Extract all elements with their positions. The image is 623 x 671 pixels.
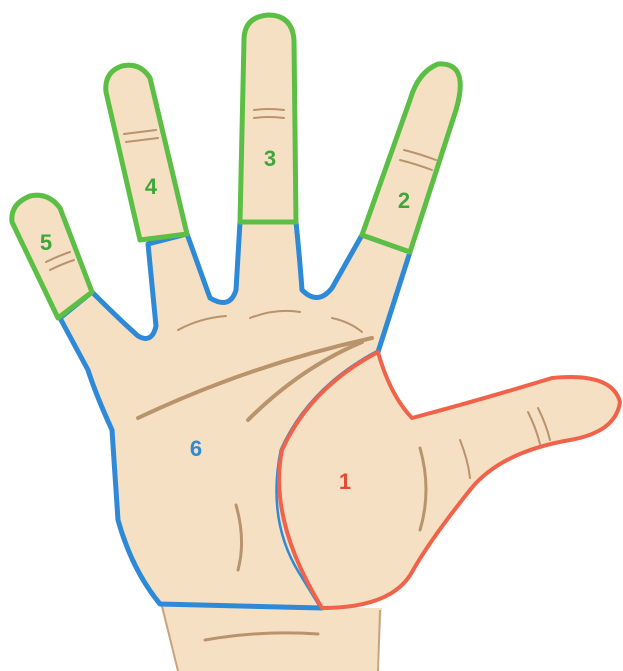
label-ring-finger: 4 [145,174,158,199]
thenar-shape [278,352,620,608]
middle-finger-shape [240,15,296,222]
middle-crease-1 [254,109,284,110]
thenar-region [278,352,620,608]
label-palm: 6 [190,436,202,461]
label-thenar: 1 [339,469,351,494]
forearm-shape [160,604,382,671]
label-middle-finger: 3 [264,146,276,171]
label-little-finger: 5 [40,230,52,255]
middle-crease-2 [254,117,284,118]
forearm [160,604,382,671]
label-index-finger: 2 [398,188,410,213]
little-finger [12,195,92,318]
index-finger [362,64,460,252]
ring-finger [106,65,187,240]
middle-finger [240,15,296,222]
